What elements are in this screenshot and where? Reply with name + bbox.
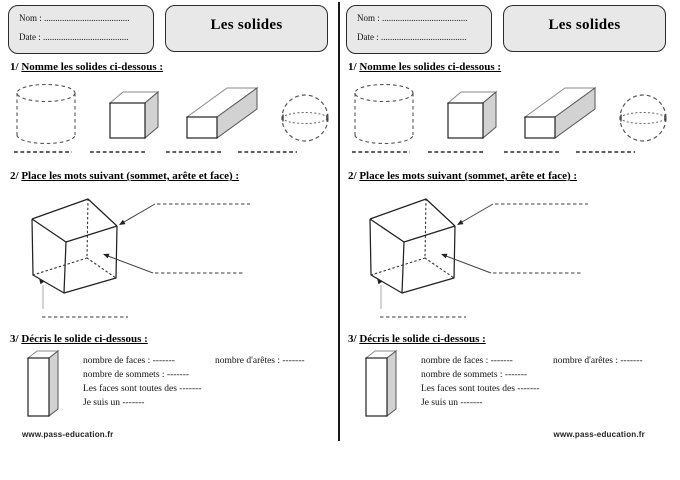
cube-with-arrows-icon (369, 198, 588, 318)
cylinder-icon (16, 83, 76, 145)
section1-heading: 1/ Nomme les solides ci-dessous : (10, 61, 163, 73)
page-title: Les solides (210, 17, 283, 33)
section-number: 2/ (348, 170, 357, 182)
section3-heading: 3/ Décris le solide ci-dessous : (10, 333, 148, 345)
title-box: Les solides (503, 5, 666, 52)
vertex-arrow (457, 203, 588, 225)
date-field: Date : .................................… (357, 32, 467, 42)
section-title: Nomme les solides ci-dessous : (359, 61, 502, 73)
solids-row-figure (14, 83, 329, 153)
section-number: 2/ (10, 170, 19, 182)
cube-edges (369, 198, 456, 294)
section2-heading: 2/ Place les mots suivant (sommet, arête… (348, 170, 577, 182)
faces-count-line: nombre de faces : ------- (421, 356, 513, 366)
section-title: Place les mots suivant (sommet, arête et… (21, 170, 240, 182)
date-field: Date : .................................… (19, 32, 129, 42)
worksheet-column-right: Nom : ..................................… (338, 0, 675, 480)
section-number: 1/ (348, 61, 357, 73)
edge-arrow (39, 278, 128, 318)
tall-rectangular-prism-icon (364, 349, 398, 418)
vertex-arrow (119, 203, 250, 225)
face-arrow (441, 253, 581, 274)
website-footer: www.pass-education.fr (553, 430, 645, 439)
website-footer: www.pass-education.fr (22, 430, 114, 439)
page-title: Les solides (548, 17, 621, 33)
section-title: Décris le solide ci-dessous : (21, 333, 148, 345)
edge-arrow (377, 278, 466, 318)
identity-line: Je suis un ------- (83, 398, 145, 408)
solids-row-figure (352, 83, 667, 153)
cube-with-arrows-icon (31, 198, 250, 318)
worksheet-column-left: Nom : ..................................… (0, 0, 337, 480)
edges-count-line: nombre d'arêtes : ------- (215, 356, 305, 366)
faces-type-line: Les faces sont toutes des ------- (83, 384, 202, 394)
section3-heading: 3/ Décris le solide ci-dessous : (348, 333, 486, 345)
tall-rectangular-prism-icon (26, 349, 60, 418)
identity-line: Je suis un ------- (421, 398, 483, 408)
sphere-icon (619, 94, 667, 142)
faces-count-line: nombre de faces : ------- (83, 356, 175, 366)
section1-heading: 1/ Nomme les solides ci-dessous : (348, 61, 501, 73)
title-box: Les solides (165, 5, 328, 52)
section-number: 3/ (348, 333, 357, 345)
faces-type-line: Les faces sont toutes des ------- (421, 384, 540, 394)
cube-edges (31, 198, 118, 294)
section-title: Place les mots suivant (sommet, arête et… (359, 170, 578, 182)
hidden-edges (32, 198, 117, 279)
vertices-count-line: nombre de sommets : ------- (83, 370, 190, 380)
cylinder-icon (354, 83, 414, 145)
rectangular-prism-icon (523, 87, 597, 139)
name-field: Nom : ..................................… (19, 13, 130, 23)
section2-heading: 2/ Place les mots suivant (sommet, arête… (10, 170, 239, 182)
edges-count-line: nombre d'arêtes : ------- (553, 356, 643, 366)
page-divider (338, 2, 340, 441)
vertices-count-line: nombre de sommets : ------- (421, 370, 528, 380)
face-arrow (103, 253, 243, 274)
name-date-box: Nom : ..................................… (8, 5, 154, 54)
name-field: Nom : ..................................… (357, 13, 468, 23)
section-number: 3/ (10, 333, 19, 345)
section-title: Nomme les solides ci-dessous : (21, 61, 164, 73)
cube-icon (108, 90, 160, 140)
name-date-box: Nom : ..................................… (346, 5, 492, 54)
section-number: 1/ (10, 61, 19, 73)
hidden-edges (370, 198, 455, 279)
section-title: Décris le solide ci-dessous : (359, 333, 486, 345)
rectangular-prism-icon (185, 87, 259, 139)
cube-icon (446, 90, 498, 140)
sphere-icon (281, 94, 329, 142)
